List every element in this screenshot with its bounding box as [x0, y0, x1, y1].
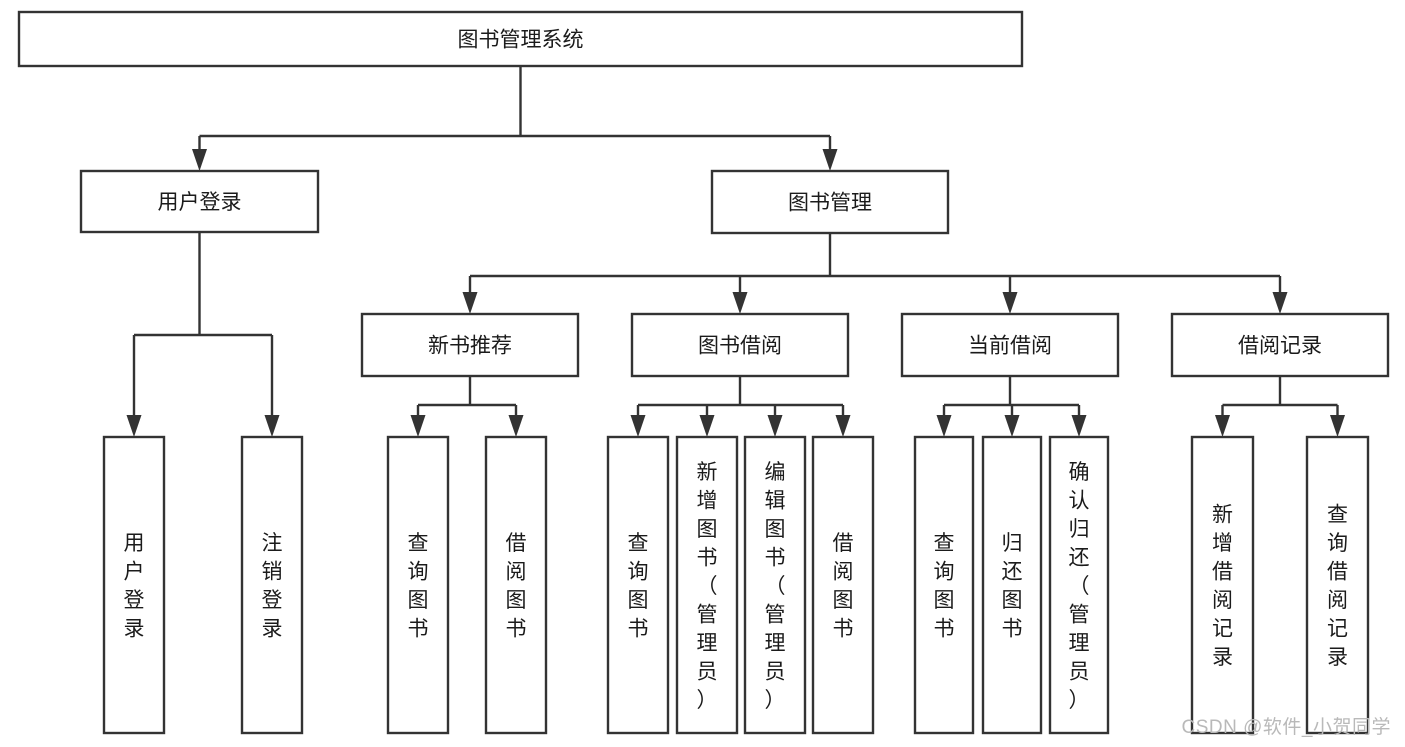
node-label: 查询图书 — [408, 532, 429, 641]
arrow-head — [462, 292, 478, 314]
node-label: 查询图书 — [628, 532, 649, 641]
node-label: 借阅图书 — [833, 532, 854, 641]
level2-node-1[interactable]: 图书借阅 — [630, 312, 850, 378]
leaf-node-2-1[interactable]: 归还图书 — [981, 435, 1043, 735]
node-label: 查询借阅记录 — [1327, 504, 1348, 670]
node-rect[interactable] — [675, 435, 739, 735]
node-rect[interactable] — [1048, 435, 1110, 735]
node-rect[interactable] — [710, 169, 950, 235]
arrow-head — [630, 415, 646, 437]
arrow-head — [508, 415, 524, 437]
arrow-head — [822, 149, 838, 171]
node-label: 查询图书 — [934, 532, 955, 641]
arrow-head — [1215, 415, 1230, 437]
node-label: 注销登录 — [262, 532, 283, 641]
leaf-node-2-0[interactable]: 查询图书 — [913, 435, 975, 735]
level2-node-2[interactable]: 当前借阅 — [900, 312, 1120, 378]
leaf-node-1-1[interactable]: 新增图书（管理员） — [675, 435, 739, 735]
arrow-head — [732, 292, 748, 314]
arrow-head — [1272, 292, 1288, 314]
node-label: 用户登录 — [124, 532, 145, 641]
arrow-head — [264, 415, 280, 437]
watermark-text: CSDN @软件_小贺同学 — [1181, 717, 1391, 738]
node-label: 借阅记录 — [1238, 335, 1322, 358]
arrow-head — [410, 415, 426, 437]
leaf-node-1-0[interactable]: 查询图书 — [606, 435, 670, 735]
leaf-node-3-0[interactable]: 新增借阅记录 — [1190, 435, 1255, 735]
arrow-head — [699, 415, 715, 437]
arrow-head — [835, 415, 851, 437]
node-rect[interactable] — [1170, 312, 1390, 378]
arrow-head — [767, 415, 783, 437]
node-label: 确认归还（管理员） — [1069, 461, 1090, 712]
leaf-node-user-0[interactable]: 用户登录 — [102, 435, 166, 735]
leaf-node-1-2[interactable]: 编辑图书（管理员） — [743, 435, 807, 735]
node-rect[interactable] — [484, 435, 548, 735]
leaf-node-0-1[interactable]: 借阅图书 — [484, 435, 548, 735]
node-label: 图书管理系统 — [458, 29, 584, 52]
node-rect[interactable] — [79, 169, 320, 234]
arrow-head — [192, 149, 207, 171]
root-node-图书管理系统[interactable]: 图书管理系统 — [17, 10, 1024, 68]
arrow-head — [1004, 415, 1020, 437]
node-rect[interactable] — [606, 435, 670, 735]
node-label: 新增图书（管理员） — [697, 461, 718, 712]
node-label: 用户登录 — [158, 191, 242, 214]
node-rect[interactable] — [240, 435, 304, 735]
node-label: 编辑图书（管理员） — [765, 461, 786, 712]
node-label: 当前借阅 — [968, 335, 1052, 358]
node-rect[interactable] — [1305, 435, 1370, 735]
node-rect[interactable] — [811, 435, 875, 735]
connector-layer — [126, 66, 1345, 437]
arrow-head — [126, 415, 142, 437]
level2-node-0[interactable]: 新书推荐 — [360, 312, 580, 378]
node-label: 新书推荐 — [428, 335, 512, 358]
node-label: 新增借阅记录 — [1212, 504, 1233, 670]
level1-node-1[interactable]: 图书管理 — [710, 169, 950, 235]
node-label: 归还图书 — [1002, 532, 1023, 641]
node-rect[interactable] — [102, 435, 166, 735]
node-label: 图书管理 — [788, 192, 872, 215]
arrow-head — [936, 415, 952, 437]
leaf-node-1-3[interactable]: 借阅图书 — [811, 435, 875, 735]
node-rect[interactable] — [386, 435, 450, 735]
leaf-node-3-1[interactable]: 查询借阅记录 — [1305, 435, 1370, 735]
node-rect[interactable] — [913, 435, 975, 735]
node-label: 借阅图书 — [506, 532, 527, 641]
leaf-node-2-2[interactable]: 确认归还（管理员） — [1048, 435, 1110, 735]
node-rect[interactable] — [630, 312, 850, 378]
leaf-node-user-1[interactable]: 注销登录 — [240, 435, 304, 735]
leaf-node-0-0[interactable]: 查询图书 — [386, 435, 450, 735]
arrow-head — [1330, 415, 1345, 437]
level2-node-3[interactable]: 借阅记录 — [1170, 312, 1390, 378]
node-rect[interactable] — [1190, 435, 1255, 735]
node-label: 图书借阅 — [698, 335, 782, 358]
node-rect[interactable] — [900, 312, 1120, 378]
node-layer: 图书管理系统用户登录图书管理新书推荐图书借阅当前借阅借阅记录用户登录注销登录查询… — [17, 10, 1390, 735]
arrow-head — [1002, 292, 1018, 314]
arrow-head — [1071, 415, 1087, 437]
level1-node-0[interactable]: 用户登录 — [79, 169, 320, 234]
node-rect[interactable] — [743, 435, 807, 735]
node-rect[interactable] — [17, 10, 1024, 68]
node-rect[interactable] — [981, 435, 1043, 735]
node-rect[interactable] — [360, 312, 580, 378]
